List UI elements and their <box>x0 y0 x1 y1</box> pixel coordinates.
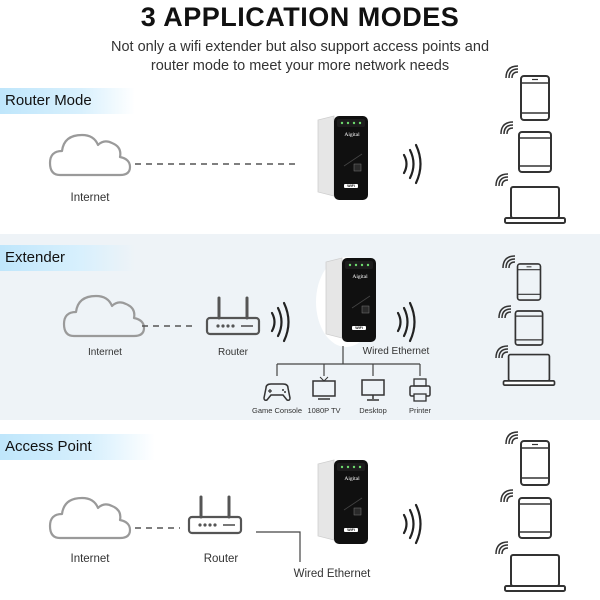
internet-label: Internet <box>70 553 110 565</box>
phone-icon <box>520 75 550 121</box>
access-point-mode-label: Access Point <box>0 434 155 460</box>
extender-device <box>307 458 369 550</box>
wifi-waves-icon <box>402 503 422 545</box>
access-point-mode-diagram <box>48 431 566 592</box>
wifi-signal-icon <box>495 541 509 555</box>
tablet-icon <box>518 131 552 173</box>
extender-device <box>315 256 377 348</box>
desktop-icon <box>361 379 385 401</box>
printer-label: Printer <box>408 406 432 415</box>
device-brand-text: Aigital <box>344 476 360 482</box>
wired-link <box>256 531 301 562</box>
wifi-waves-icon <box>396 301 416 343</box>
wifi-signal-icon <box>502 255 516 269</box>
internet-label: Internet <box>70 192 110 204</box>
cloud-icon <box>48 133 132 177</box>
wifi-waves-icon <box>402 143 422 185</box>
subtitle-line-1: Not only a wifi extender but also suppor… <box>110 39 490 55</box>
wifi-signal-icon <box>495 345 509 359</box>
extender-device <box>307 114 369 206</box>
phone-icon <box>516 263 542 301</box>
page-title: 3 APPLICATION MODES <box>140 2 460 32</box>
router-label: Router <box>203 553 239 565</box>
router-mode-diagram <box>48 65 566 224</box>
extender-mode-label: Extender <box>0 245 135 271</box>
wifi-signal-icon <box>505 65 519 79</box>
router-mode-label: Router Mode <box>0 88 135 114</box>
wifi-signal-icon <box>500 121 514 135</box>
router-label: Router <box>217 347 248 358</box>
game-console-label: Game Console <box>251 406 303 415</box>
device-brand-text: Aigital <box>344 132 360 138</box>
phone-icon <box>520 440 550 486</box>
wifi-signal-icon <box>498 305 512 319</box>
cloud-icon <box>48 496 132 540</box>
tablet-icon <box>514 310 544 346</box>
internet-label: Internet <box>88 347 122 358</box>
laptop-icon <box>504 554 566 592</box>
device-brand-text: Aigital <box>352 274 368 280</box>
game-console-icon <box>263 383 291 401</box>
subtitle-line-2: router mode to meet your more network ne… <box>150 58 450 74</box>
device-wifi-badge: WiFi <box>347 184 355 188</box>
page-subtitle: Not only a wifi extender but also suppor… <box>60 38 540 76</box>
wired-ethernet-label: Wired Ethernet <box>293 568 371 580</box>
laptop-icon <box>502 353 556 386</box>
extender-mode-diagram <box>62 255 556 402</box>
tablet-icon <box>518 497 552 539</box>
wifi-waves-icon <box>270 301 290 343</box>
wired-ethernet-tree <box>276 346 421 376</box>
device-wifi-badge: WiFi <box>355 326 363 330</box>
wifi-signal-icon <box>505 431 519 445</box>
wifi-signal-icon <box>495 173 509 187</box>
device-wifi-badge: WiFi <box>347 528 355 532</box>
printer-icon <box>409 378 431 402</box>
tv-label: 1080P TV <box>307 406 341 415</box>
router-icon <box>187 495 243 535</box>
wired-ethernet-label: Wired Ethernet <box>362 346 430 357</box>
laptop-icon <box>504 186 566 224</box>
wifi-signal-icon <box>500 489 514 503</box>
tv-icon <box>312 376 336 400</box>
desktop-label: Desktop <box>359 406 387 415</box>
router-icon <box>205 296 261 336</box>
cloud-icon <box>62 294 146 338</box>
